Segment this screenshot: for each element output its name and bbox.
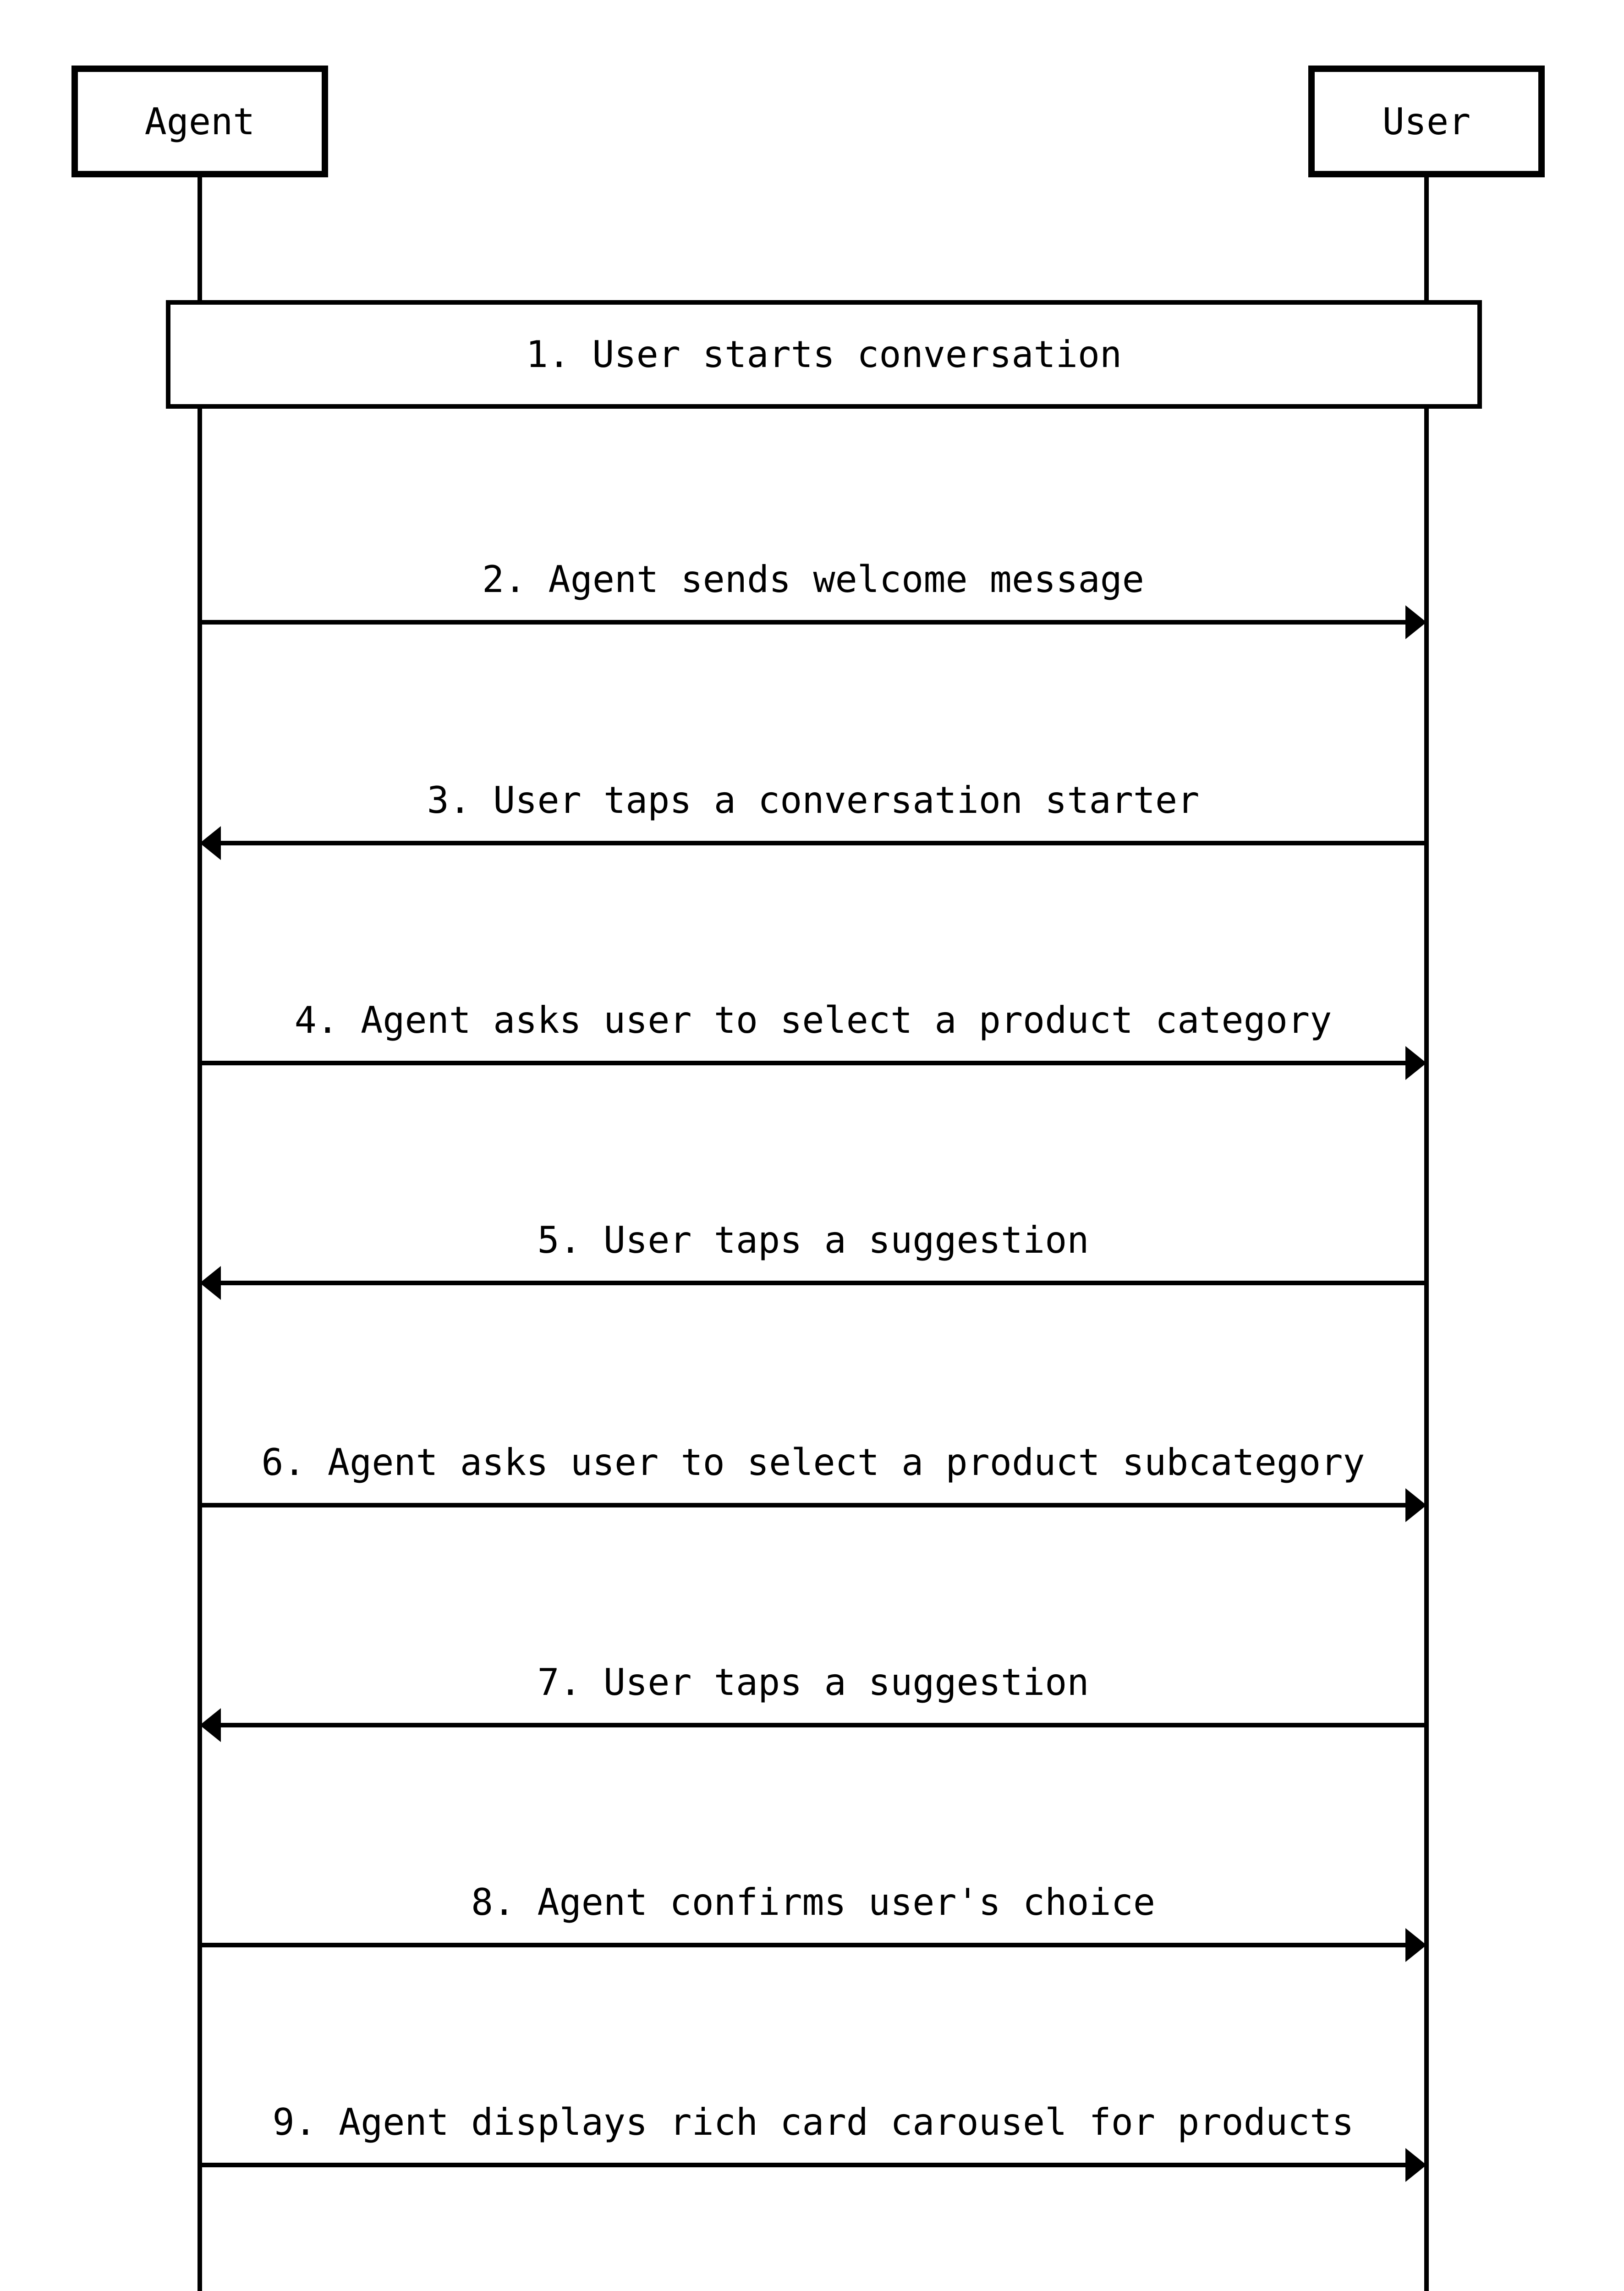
message-3-label: 3. User taps a conversation starter bbox=[200, 777, 1426, 824]
message-4-label: 4. Agent asks user to select a product c… bbox=[200, 997, 1426, 1044]
message-8-label: 8. Agent confirms user's choice bbox=[200, 1879, 1426, 1926]
arrowhead-right-icon bbox=[1405, 1046, 1426, 1080]
message-line bbox=[218, 841, 1426, 845]
arrowhead-right-icon bbox=[1405, 1928, 1426, 1962]
message-line bbox=[200, 2163, 1408, 2167]
message-line bbox=[218, 1723, 1426, 1727]
message-2-label: 2. Agent sends welcome message bbox=[200, 556, 1426, 603]
arrowhead-left-icon bbox=[200, 826, 221, 860]
conversation-start-note: 1. User starts conversation bbox=[166, 300, 1482, 409]
message-label-line: 9. Agent displays rich card carousel for… bbox=[272, 2100, 1354, 2143]
message-label-line: 3. User taps a conversation starter bbox=[427, 778, 1200, 822]
arrowhead-left-icon bbox=[200, 1266, 221, 1300]
message-line bbox=[200, 1061, 1408, 1065]
actor-label-user: User bbox=[1382, 100, 1471, 143]
arrowhead-right-icon bbox=[1405, 605, 1426, 639]
arrowhead-left-icon bbox=[200, 1708, 221, 1742]
user-lifeline bbox=[1424, 177, 1429, 2291]
message-label-line: 7. User taps a suggestion bbox=[537, 1661, 1089, 1704]
message-9-label: 9. Agent displays rich card carousel for… bbox=[200, 2099, 1426, 2146]
conversation-start-label: 1. User starts conversation bbox=[526, 333, 1122, 376]
message-label-line: 4. Agent asks user to select a product c… bbox=[294, 998, 1332, 1041]
message-line bbox=[200, 1943, 1408, 1947]
message-label-line: 2. Agent sends welcome message bbox=[482, 558, 1144, 601]
message-6-label: 6. Agent asks user to select a product s… bbox=[200, 1439, 1426, 1486]
message-line bbox=[200, 1503, 1408, 1507]
message-label-line: 6. Agent asks user to select a product s… bbox=[261, 1441, 1365, 1484]
message-line bbox=[200, 620, 1408, 625]
message-label-line: 8. Agent confirms user's choice bbox=[471, 1880, 1156, 1924]
arrowhead-right-icon bbox=[1405, 2148, 1426, 2182]
arrowhead-right-icon bbox=[1405, 1488, 1426, 1522]
actor-label-agent: Agent bbox=[144, 100, 255, 143]
agent-lifeline bbox=[198, 177, 202, 2291]
actor-box-agent-top: Agent bbox=[71, 66, 328, 177]
message-label-line: 5. User taps a suggestion bbox=[537, 1218, 1089, 1261]
actor-box-user-top: User bbox=[1308, 66, 1545, 177]
message-7-label: 7. User taps a suggestion bbox=[200, 1659, 1426, 1706]
message-5-label: 5. User taps a suggestion bbox=[200, 1217, 1426, 1264]
message-line bbox=[218, 1281, 1426, 1285]
